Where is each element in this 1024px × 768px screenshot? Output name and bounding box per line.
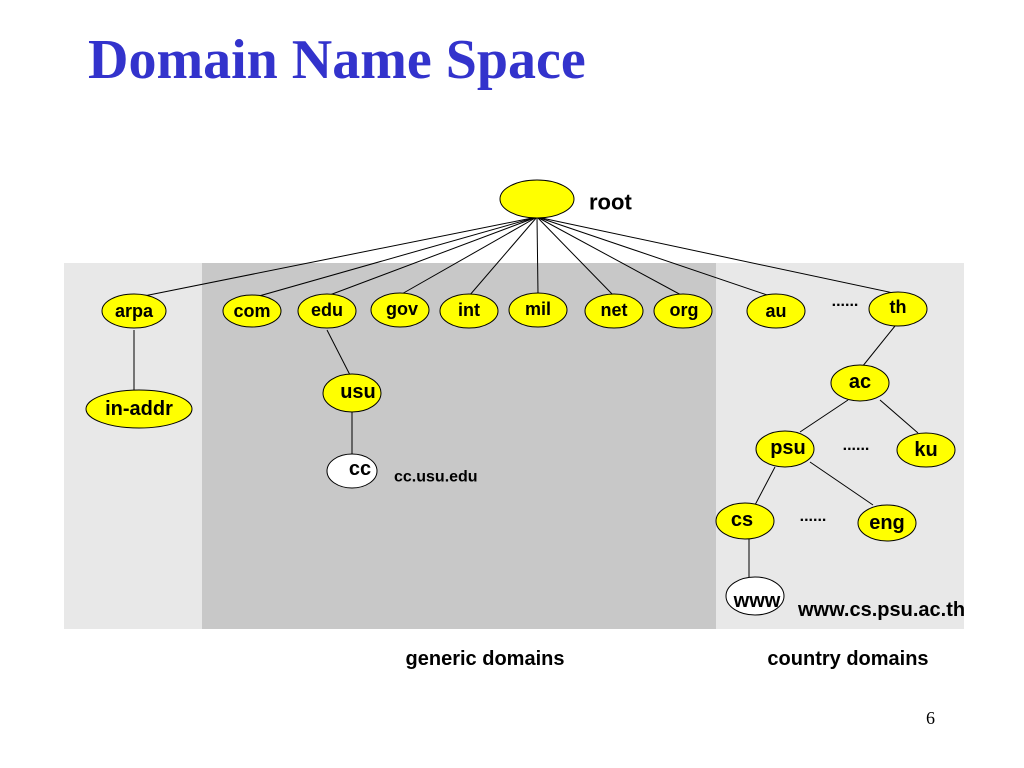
- edu-node: [297, 293, 357, 329]
- gov-label: gov: [386, 299, 418, 319]
- au-label: au: [765, 301, 786, 321]
- cs-node: [715, 502, 775, 540]
- edu-label: edu: [311, 300, 343, 320]
- country-domains-label: country domains: [767, 648, 928, 670]
- com-node: [222, 294, 282, 328]
- psu-label: psu: [770, 437, 806, 459]
- cc-label: cc: [349, 458, 371, 480]
- ac-label: ac: [849, 371, 871, 393]
- ku-label: ku: [914, 439, 937, 461]
- org-label: org: [670, 300, 699, 320]
- net-label: net: [601, 300, 628, 320]
- root-node: [499, 179, 575, 219]
- psu-node: [755, 430, 815, 468]
- cc-node: [326, 453, 378, 489]
- com-label: com: [233, 301, 270, 321]
- in-addr-node: [85, 389, 193, 429]
- mil-label: mil: [525, 299, 551, 319]
- ac-ellipsis: ......: [843, 437, 870, 454]
- in-addr-label: in-addr: [105, 398, 173, 420]
- ac-node: [830, 364, 890, 402]
- int-node: [439, 293, 499, 329]
- th-node: [868, 291, 928, 327]
- int-label: int: [458, 300, 480, 320]
- slide-title: Domain Name Space: [88, 29, 586, 91]
- mil-node: [508, 292, 568, 328]
- slide-number: 6: [926, 708, 935, 728]
- psu-ellipsis: ......: [800, 508, 827, 525]
- au-node: [746, 293, 806, 329]
- cs-label: cs: [731, 509, 753, 531]
- usu-node: [322, 373, 382, 413]
- cc-fqdn-label: cc.usu.edu: [394, 469, 478, 486]
- root-label: root: [589, 190, 632, 215]
- tree-edges: [133, 216, 919, 578]
- gov-node: [370, 292, 430, 328]
- country-ellipsis: ......: [832, 293, 859, 310]
- www-fqdn-label: www.cs.psu.ac.th: [797, 599, 965, 621]
- usu-label: usu: [340, 381, 376, 403]
- arpa-node: [101, 293, 167, 329]
- arpa-label: arpa: [115, 301, 154, 321]
- www-label: www: [733, 590, 781, 612]
- eng-label: eng: [869, 512, 905, 534]
- ku-node: [896, 432, 956, 468]
- eng-node: [857, 504, 917, 542]
- generic-domains-label: generic domains: [406, 648, 565, 670]
- net-node: [584, 293, 644, 329]
- www-node: [725, 576, 785, 616]
- th-label: th: [890, 297, 907, 317]
- org-node: [653, 293, 713, 329]
